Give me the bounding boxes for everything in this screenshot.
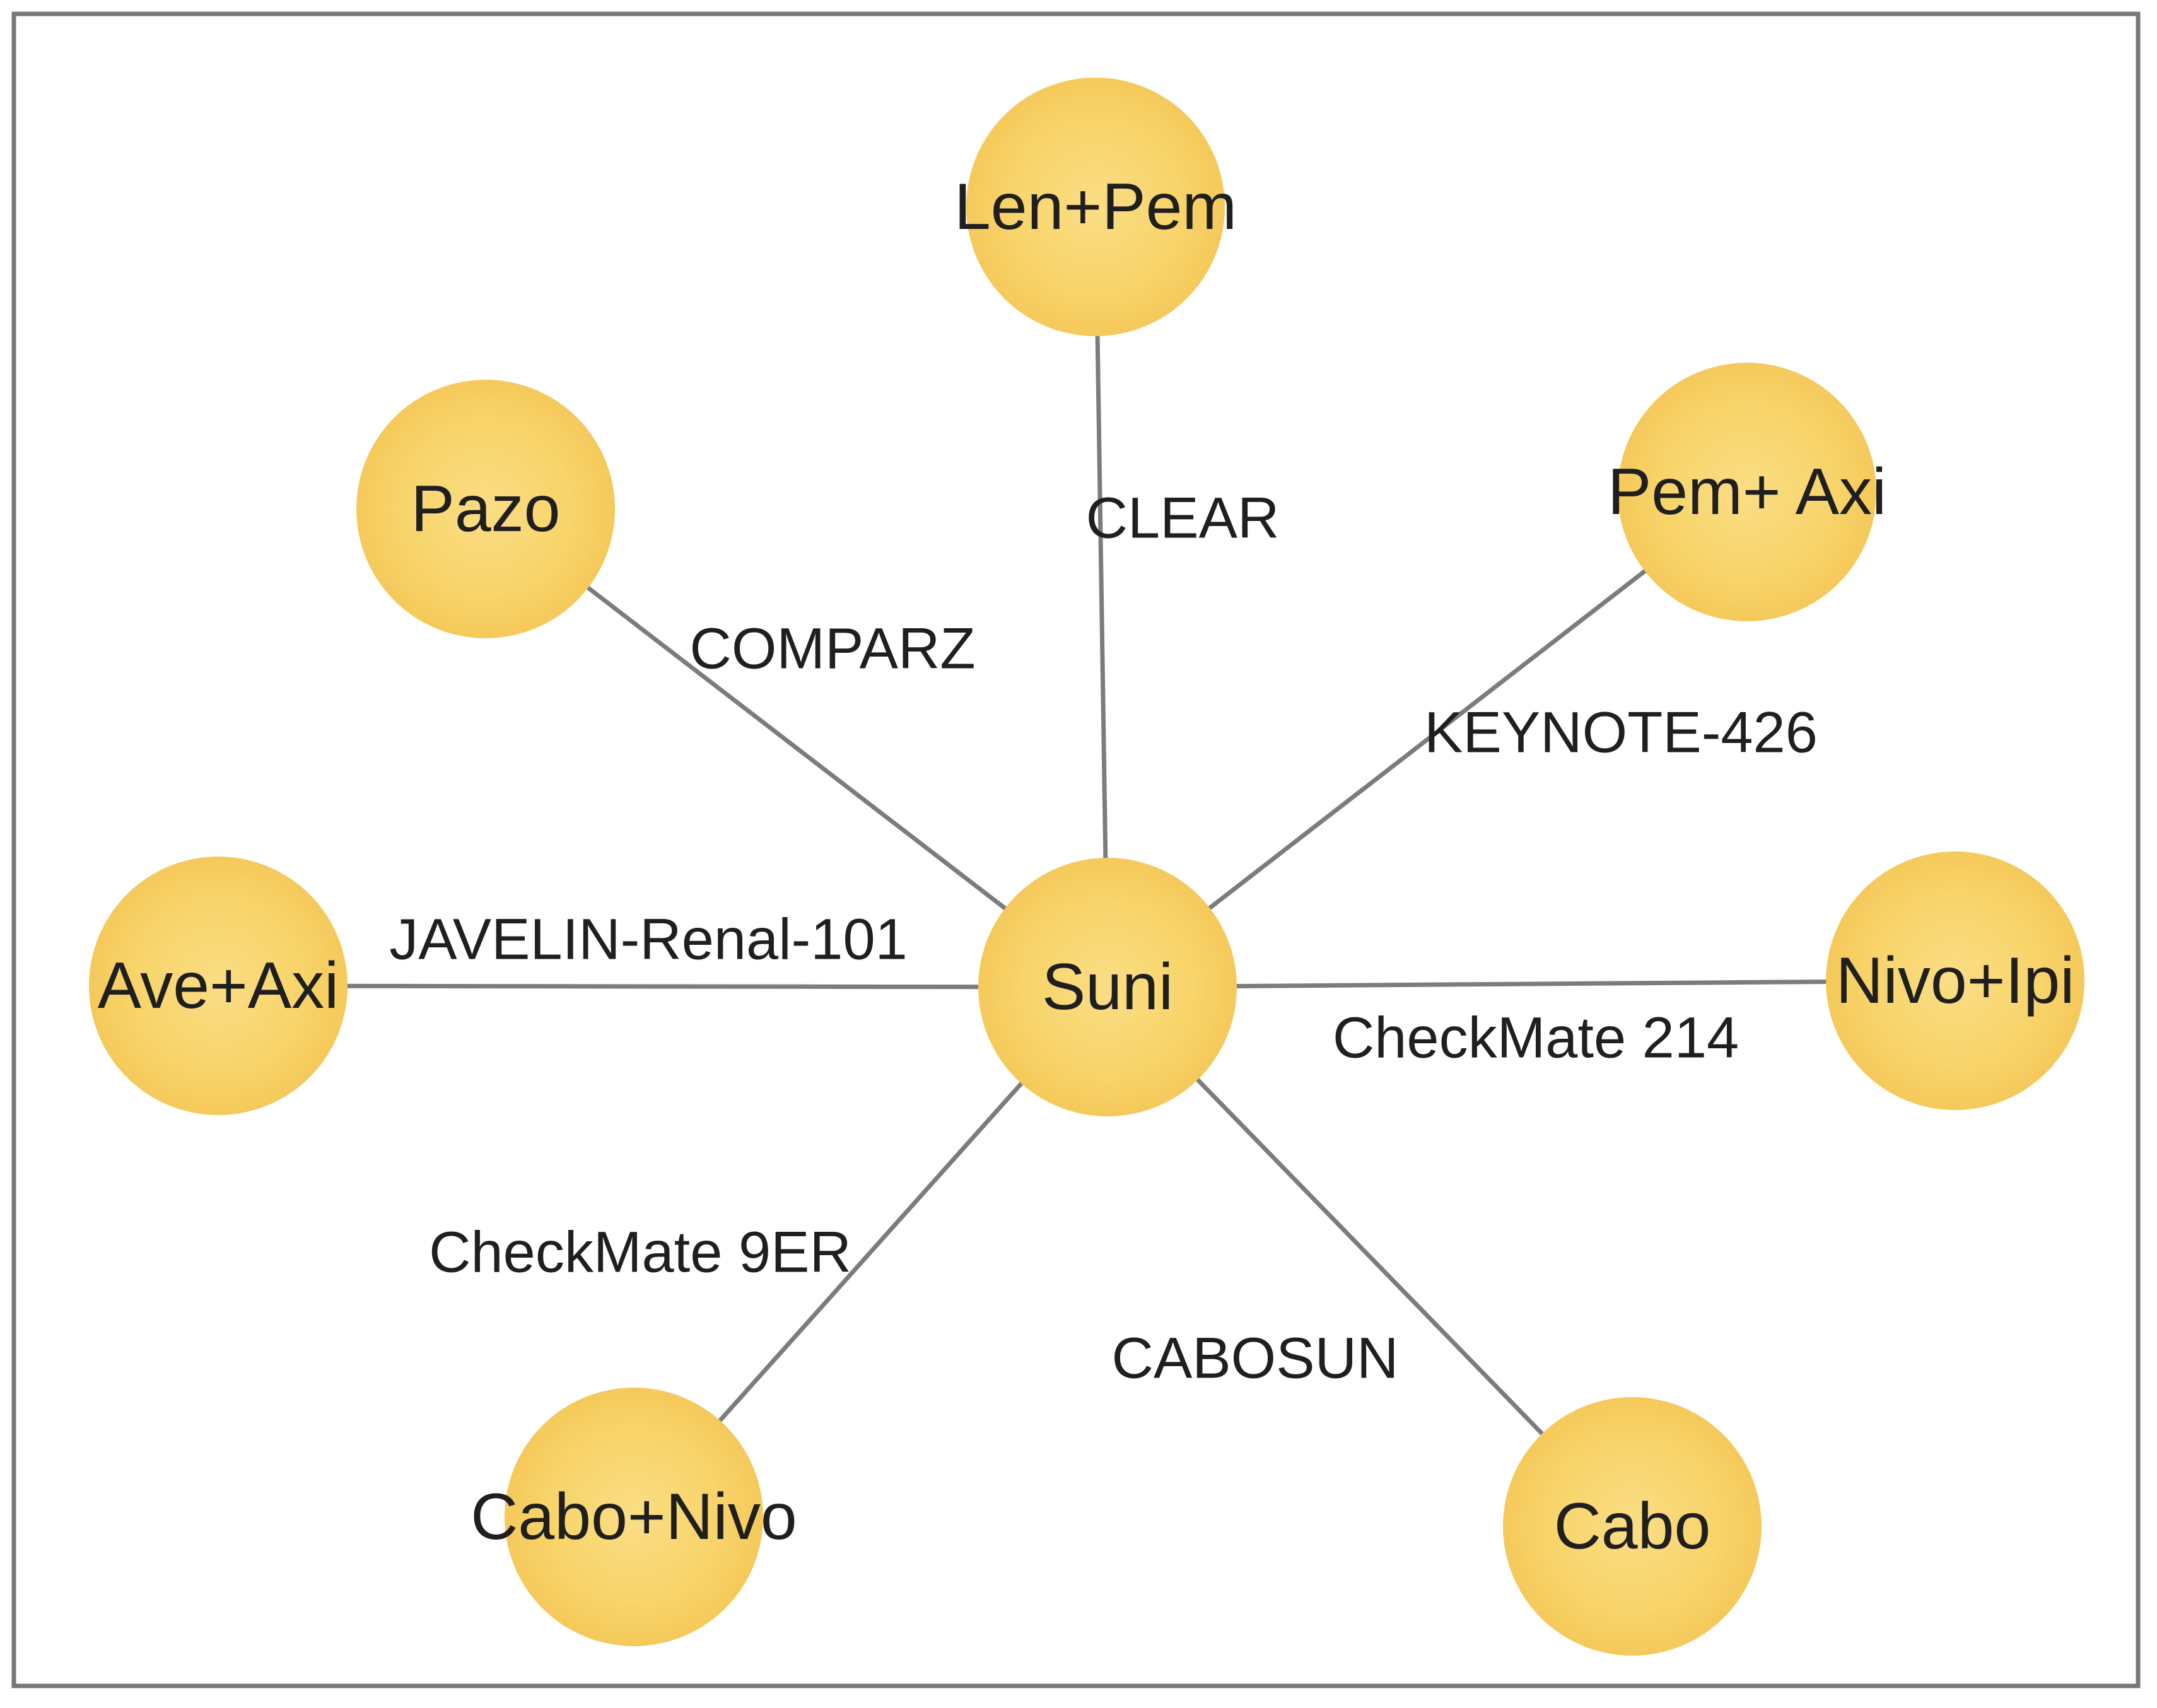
- node-label-cabo-nivo: Cabo+Nivo: [471, 1480, 797, 1553]
- edge-label-javelin-renal-101: JAVELIN-Renal-101: [389, 907, 908, 971]
- node-ave-axi: Ave+Axi: [89, 857, 348, 1115]
- edge-label-keynote-426: KEYNOTE-426: [1424, 700, 1818, 764]
- node-nivo-ipi: Nivo+Ipi: [1826, 851, 2084, 1110]
- node-pazo: Pazo: [356, 380, 615, 638]
- edge-label-checkmate-214: CheckMate 214: [1333, 1005, 1739, 1070]
- edge-labels-group: CLEAR COMPARZ KEYNOTE-426JAVELIN-Renal-101…: [389, 486, 1818, 1390]
- edge-label-checkmate-9er: CheckMate 9ER: [429, 1220, 851, 1284]
- figure-border: [11, 11, 2141, 1688]
- edge-label-clear: CLEAR: [1086, 486, 1280, 550]
- node-circle-pem-axi: [1618, 363, 1876, 621]
- edge-suni-nivo-ipi: [1105, 978, 1958, 990]
- edge-suni-ave-axi: [216, 983, 1110, 990]
- node-circle-nivo-ipi: [1826, 851, 2084, 1110]
- edge-suni-pem-axi: [1105, 489, 1750, 990]
- node-label-pem-axi: Pem+ Axi: [1608, 455, 1886, 529]
- node-circle-len-pem: [966, 78, 1225, 336]
- node-circle-ave-axi: [89, 857, 348, 1115]
- node-suni: Suni: [978, 858, 1237, 1116]
- node-label-nivo-ipi: Nivo+Ipi: [1836, 944, 2075, 1017]
- node-cabo-nivo: Cabo+Nivo: [471, 1388, 797, 1646]
- node-label-ave-axi: Ave+Axi: [98, 949, 339, 1022]
- node-circle-suni: [978, 858, 1237, 1116]
- edge-suni-pazo: [483, 506, 1110, 990]
- node-label-pazo: Pazo: [411, 472, 560, 546]
- node-label-suni: Suni: [1042, 951, 1173, 1024]
- node-cabo: Cabo: [1503, 1397, 1762, 1656]
- node-circle-cabo-nivo: [505, 1388, 763, 1646]
- node-circle-cabo: [1503, 1397, 1762, 1656]
- edge-suni-len-pem: [1093, 204, 1110, 990]
- edge-label-comparz: COMPARZ: [689, 616, 975, 681]
- node-len-pem: Len+Pem: [954, 78, 1237, 336]
- node-pem-axi: Pem+ Axi: [1608, 363, 1886, 621]
- node-circle-pazo: [356, 380, 615, 638]
- node-label-cabo: Cabo: [1554, 1490, 1711, 1563]
- edge-label-cabosun: CABOSUN: [1112, 1326, 1399, 1390]
- node-label-len-pem: Len+Pem: [954, 170, 1237, 243]
